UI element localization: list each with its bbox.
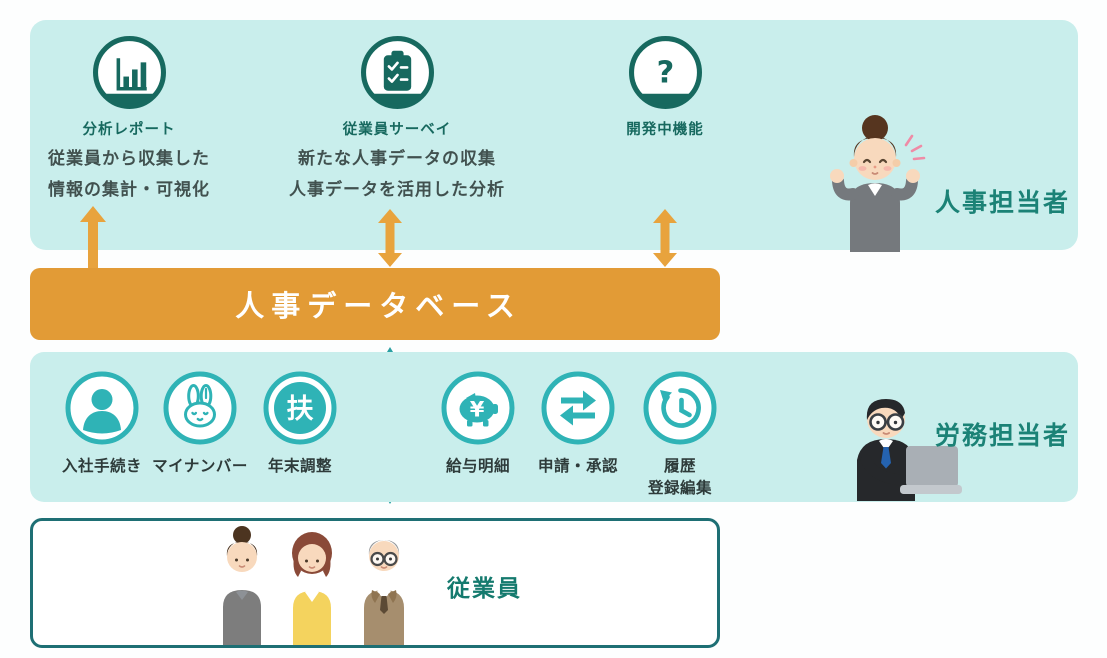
feature-description-line: 人事データを活用した分析: [289, 180, 505, 200]
feature-label: マイナンバー: [152, 457, 248, 475]
feature-history-edit: 履歴 登録編集: [615, 371, 745, 499]
survey-clipboard-icon: [360, 36, 434, 109]
person-icon: [65, 371, 139, 445]
up-down-arrow: [653, 209, 677, 267]
question-mark-icon: ?: [628, 36, 702, 109]
feature-label: 申請・承認: [537, 457, 618, 475]
feature-description-line: 従業員から収集した: [48, 149, 210, 169]
feature-description: 従業員から収集した 情報の集計・可視化: [48, 144, 210, 206]
feature-pay-slip: ¥ 給与明細: [413, 371, 543, 477]
feature-label: 分析レポート: [82, 122, 176, 138]
hr-database-bar: 人事データベース: [30, 268, 720, 340]
history-clock-icon: [643, 371, 717, 445]
bar-chart-icon: [92, 36, 166, 109]
feature-label-line: 履歴: [663, 457, 696, 475]
feature-label: 給与明細: [445, 457, 510, 475]
feature-onboarding: 入社手続き: [37, 371, 167, 477]
feature-label: 従業員サーベイ: [342, 122, 452, 138]
up-arrow: [80, 206, 106, 268]
dependent-kanji-icon: 扶: [263, 371, 337, 445]
feature-label: 入社手続き: [61, 457, 142, 475]
employees-illustration: [223, 526, 404, 645]
exchange-arrows-icon: [541, 371, 615, 445]
feature-label: 開発中機能: [626, 122, 704, 138]
feature-in-development: ? 開発中機能: [585, 36, 745, 139]
feature-description: 新たな人事データの収集 人事データを活用した分析: [289, 144, 505, 206]
feature-year-end-adjustment: 扶 年末調整: [235, 371, 365, 477]
svg-text:扶: 扶: [287, 394, 314, 425]
up-down-arrow: [378, 209, 402, 267]
feature-description-line: 情報の集計・可視化: [48, 180, 210, 200]
employee-label: 従業員: [447, 576, 522, 602]
feature-my-number: マイナンバー: [135, 371, 265, 477]
feature-label: 年末調整: [267, 457, 332, 475]
piggy-bank-icon: ¥: [441, 371, 515, 445]
feature-label-line: 登録編集: [647, 479, 712, 497]
feature-description-line: 新たな人事データの収集: [298, 149, 496, 169]
svg-text:¥: ¥: [470, 398, 485, 422]
rabbit-icon: [163, 371, 237, 445]
hr-panel: [30, 20, 1078, 250]
hr-person-illustration: [830, 115, 926, 252]
hr-database-title: 人事データベース: [235, 289, 522, 323]
feature-request-approval: 申請・承認: [513, 371, 643, 477]
labor-persona-label: 労務担当者: [935, 421, 1071, 450]
excitement-marks: [904, 134, 926, 161]
feature-employee-survey: 従業員サーベイ 新たな人事データの収集 人事データを活用した分析: [277, 36, 517, 206]
hr-persona-label: 人事担当者: [935, 188, 1071, 217]
svg-text:?: ?: [656, 56, 674, 91]
feature-label: 履歴 登録編集: [648, 455, 712, 499]
labor-person-illustration: [857, 399, 962, 501]
feature-analysis-report: 分析レポート 従業員から収集した 情報の集計・可視化: [24, 36, 234, 206]
